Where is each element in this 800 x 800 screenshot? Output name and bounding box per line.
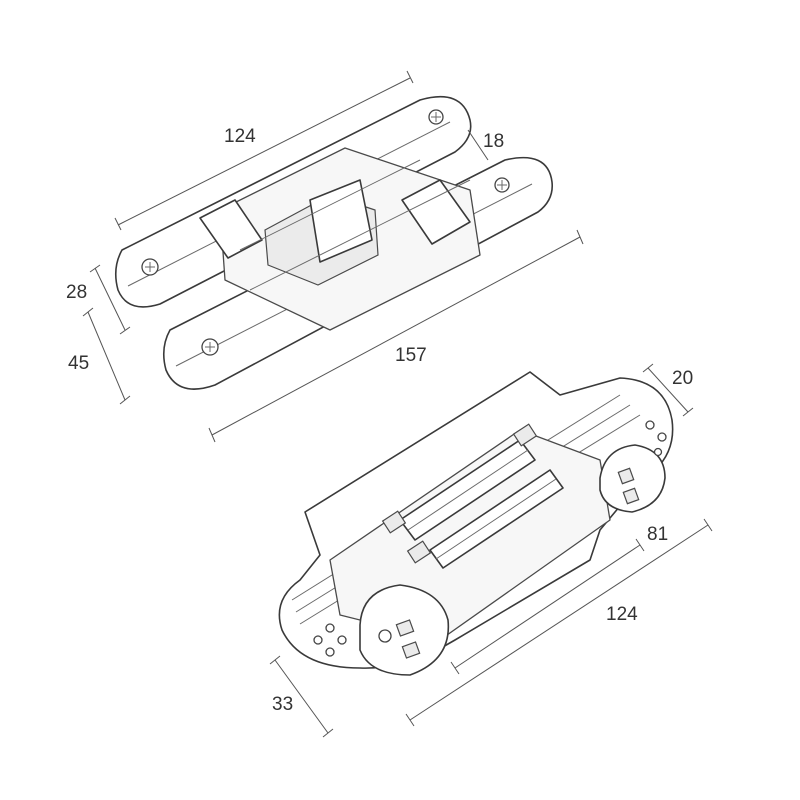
top-hinge-right-block bbox=[401, 179, 471, 245]
plate-hole bbox=[653, 447, 663, 457]
dim-label-top-total-length: 157 bbox=[395, 345, 427, 366]
dim-label-top-outer-width: 45 bbox=[68, 353, 89, 374]
plate-hole bbox=[313, 635, 323, 645]
top-hinge-knuckle bbox=[309, 179, 373, 263]
plate-hole bbox=[325, 647, 335, 657]
dim-label-bottom-body-length: 81 bbox=[647, 524, 668, 545]
dim-label-top-thickness: 18 bbox=[483, 131, 504, 152]
dim-label-bottom-body-width: 33 bbox=[272, 694, 293, 715]
dim-label-bottom-thickness: 20 bbox=[672, 368, 693, 389]
top-hinge-left-block bbox=[199, 199, 263, 259]
plate-hole bbox=[337, 635, 347, 645]
bottom-dimension-lines bbox=[269, 363, 713, 738]
plate-hole bbox=[645, 420, 655, 430]
top-hinge-drawing bbox=[114, 96, 554, 390]
dim-label-top-inner-width: 28 bbox=[66, 282, 87, 303]
bottom-hinge-tab bbox=[381, 510, 407, 534]
bottom-hinge-tab bbox=[406, 540, 432, 564]
screw-icon bbox=[494, 177, 510, 193]
plate-hole bbox=[657, 432, 667, 442]
top-dimension-lines bbox=[82, 70, 584, 443]
screw-icon bbox=[201, 338, 219, 356]
screw-icon bbox=[141, 258, 159, 276]
bottom-hinge-tab bbox=[512, 423, 538, 447]
dim-label-top-length: 124 bbox=[224, 126, 256, 147]
plate-hole bbox=[325, 623, 335, 633]
dim-label-bottom-plate-length: 124 bbox=[606, 604, 638, 625]
bottom-hinge-drawing bbox=[278, 371, 674, 676]
screw-icon bbox=[428, 109, 444, 125]
